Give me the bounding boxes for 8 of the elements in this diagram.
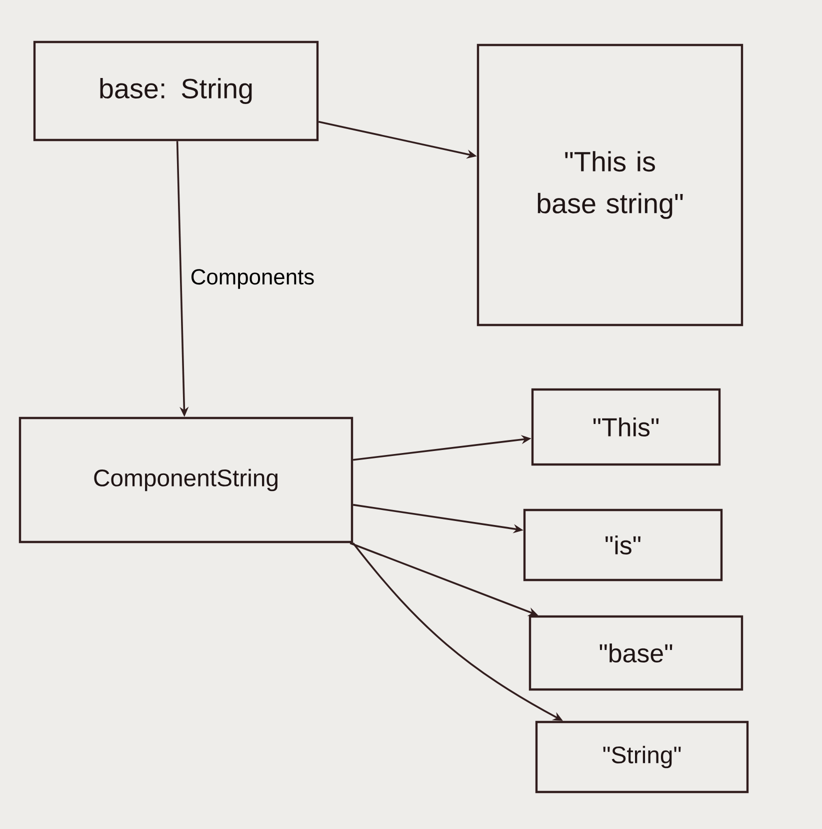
box: base: String — [33, 40, 319, 142]
box: "base" — [528, 615, 744, 691]
box: ComponentString — [18, 416, 354, 544]
box: "String" — [535, 720, 749, 794]
edge-label: Components — [191, 269, 314, 289]
box: "This" — [531, 388, 721, 466]
box: "is" — [523, 508, 723, 582]
box: "This is base string" — [476, 44, 744, 326]
